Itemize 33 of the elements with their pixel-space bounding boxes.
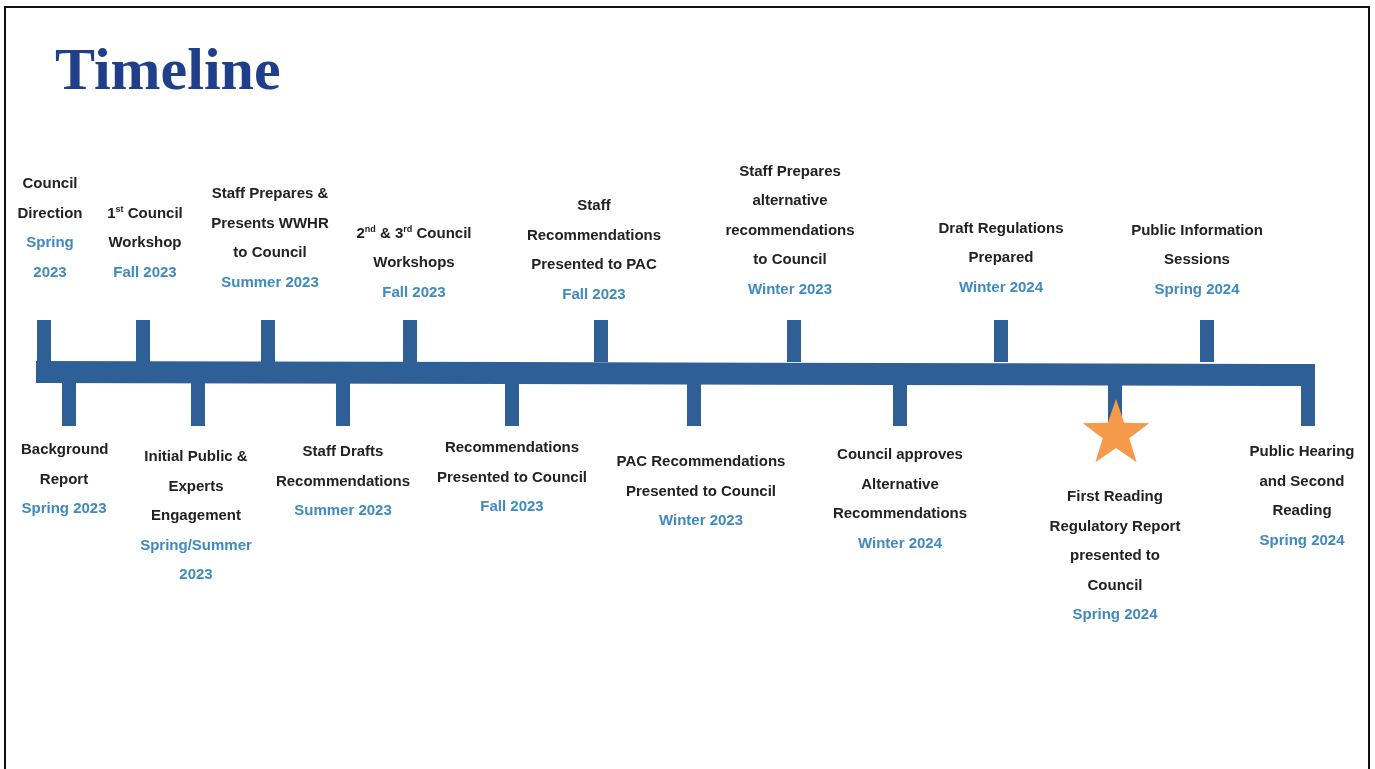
date-label: Fall 2023 (381, 281, 447, 302)
event-label: Staff Recommendations Presented to PAC (525, 195, 663, 274)
date-label: Summer 2023 (293, 500, 393, 520)
date-label: Spring 2024 (1071, 604, 1159, 624)
date-label: Spring 2024 (1153, 278, 1241, 299)
event-label: Recommendations Presented to Council (436, 437, 588, 487)
date-label: Winter 2023 (746, 278, 834, 299)
date-label: Fall 2023 (561, 283, 627, 304)
event-label: PAC Recommendations Presented to Council (615, 451, 787, 501)
date-label: Summer 2023 (220, 271, 320, 292)
date-label: Winter 2023 (657, 510, 745, 530)
event-label: Initial Public & Experts Engagement (143, 446, 249, 525)
event-label: Staff Drafts Recommendations (274, 441, 412, 491)
event-label: Public Information Sessions (1130, 219, 1264, 269)
event-label: First Reading Regulatory Report presented to Council (1048, 486, 1182, 595)
date-label: Spring 2023 (25, 232, 75, 282)
event-label: Public Hearing and Second Reading (1248, 441, 1356, 520)
date-label: Fall 2023 (479, 496, 545, 516)
event-label: Council approves Alternative Recommendations (831, 444, 969, 523)
date-label: Spring 2024 (1258, 529, 1346, 550)
event-label: 2$^{nd}$ & 3$^{rd}$ Council Workshops (355, 222, 473, 272)
event-label: Background Report (21, 439, 107, 489)
date-label: Spring/Summer 2023 (139, 534, 253, 584)
event-label: Staff Prepares & Presents WWHR to Council (210, 183, 330, 262)
date-label: Fall 2023 (112, 261, 178, 282)
date-label: Winter 2024 (856, 532, 944, 553)
event-label: 1$^{st}$ Council Workshop (106, 202, 184, 252)
event-label: Staff Prepares alternative recommendations to Council (724, 160, 856, 269)
date-label: Spring 2023 (21, 498, 107, 518)
event-label: Council Direction (16, 173, 84, 223)
event-label: Draft Regulations Prepared (937, 217, 1065, 267)
slide-title: Timeline (55, 35, 281, 104)
date-label: Winter 2024 (957, 276, 1045, 297)
